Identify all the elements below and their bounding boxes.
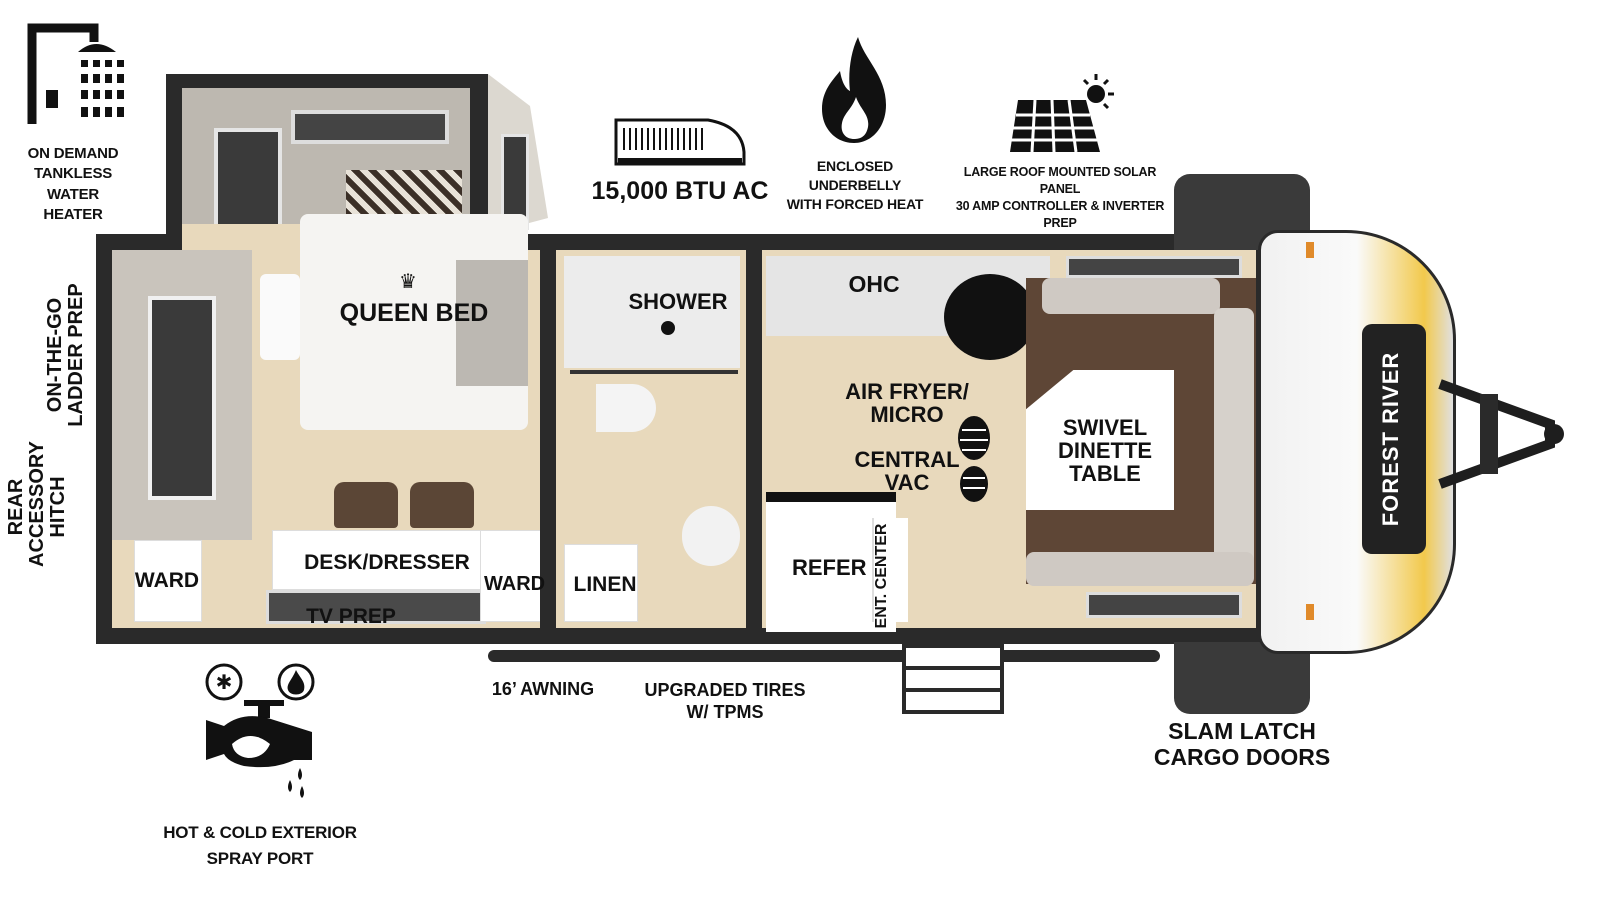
bed-end-panel bbox=[456, 260, 528, 386]
water-heater-label: ON DEMAND TANKLESS WATER HEATER bbox=[27, 145, 119, 223]
toilet bbox=[682, 506, 740, 566]
desk-dresser bbox=[272, 530, 482, 590]
roof-vent bbox=[1066, 256, 1242, 278]
stool bbox=[410, 482, 474, 528]
hitch-label: REAR ACCESSORY HITCH bbox=[5, 441, 69, 567]
ohc-label: OHC bbox=[848, 271, 900, 297]
tv-prep-label: TV PREP bbox=[306, 605, 396, 628]
solar-label: LARGE ROOF MOUNTED SOLAR PANEL 30 AMP CO… bbox=[955, 165, 1165, 230]
brand-badge bbox=[1362, 324, 1426, 554]
underbelly-feature: ENCLOSED UNDERBELLY WITH FORCED HEAT bbox=[775, 30, 935, 212]
awning-label: 16’ AWNING bbox=[491, 679, 595, 699]
interior-wall bbox=[540, 250, 556, 628]
spray-port-feature: ✱ HOT & COLD EXTERIOR SPRAY PORT bbox=[160, 660, 360, 880]
shower-label: SHOWER bbox=[628, 289, 728, 314]
air-conditioner-icon bbox=[614, 118, 746, 166]
queen-bed-label: QUEEN BED bbox=[339, 299, 489, 327]
ward-left-label: WARD bbox=[134, 569, 200, 592]
roof-vent bbox=[291, 110, 449, 144]
ladder-label: ON-THE-GO LADDER PREP bbox=[44, 283, 87, 427]
spray-port-label: HOT & COLD EXTERIOR SPRAY PORT bbox=[163, 823, 357, 868]
window bbox=[148, 296, 216, 500]
nightstand bbox=[260, 274, 300, 360]
stool bbox=[334, 482, 398, 528]
window bbox=[1086, 592, 1242, 618]
central-vac-label: CENTRAL VAC bbox=[854, 447, 960, 496]
brand-logo: FOREST RIVER bbox=[1378, 351, 1403, 527]
tv-prep bbox=[266, 590, 486, 624]
ward-right-label: WARD bbox=[484, 573, 546, 595]
entry-steps bbox=[902, 644, 1004, 714]
boot-icon bbox=[958, 416, 990, 502]
solar-panel-icon bbox=[1010, 74, 1114, 153]
crown-icon: ♛ bbox=[399, 271, 417, 293]
floor-plan: ♛ FOREST RIVER Q bbox=[96, 74, 1576, 714]
shower-door bbox=[570, 370, 738, 374]
dinette-cushion bbox=[1026, 552, 1254, 586]
water-heater-feature: ON DEMAND TANKLESS WATER HEATER bbox=[20, 20, 130, 223]
awning-rail bbox=[488, 650, 1160, 662]
sink bbox=[596, 384, 656, 432]
svg-text:✱: ✱ bbox=[216, 672, 233, 694]
marker-light bbox=[1306, 604, 1314, 620]
tires-label: UPGRADED TIRES W/ TPMS bbox=[644, 680, 806, 722]
cargo-doors-label: SLAM LATCH CARGO DOORS bbox=[1153, 718, 1331, 771]
range-hood bbox=[944, 274, 1036, 360]
underbelly-label: ENCLOSED UNDERBELLY WITH FORCED HEAT bbox=[786, 158, 924, 212]
shower-drain bbox=[661, 321, 675, 335]
dinette-cushion bbox=[1214, 308, 1254, 584]
entertainment-center bbox=[872, 518, 908, 622]
ac-feature: 15,000 BTU AC bbox=[590, 108, 780, 208]
marker-light bbox=[1306, 242, 1314, 258]
air-fryer-label: AIR FRYER/ MICRO bbox=[845, 379, 969, 428]
linen-cabinet bbox=[564, 544, 638, 622]
refer-label: REFER bbox=[792, 555, 867, 580]
front-cap bbox=[1258, 230, 1456, 654]
dinette-cushion bbox=[1042, 278, 1220, 314]
ent-center-label: ENT. CENTER bbox=[873, 523, 890, 629]
ac-label: 15,000 BTU AC bbox=[591, 177, 769, 205]
cargo-door-bottom bbox=[1174, 642, 1310, 714]
shower-stall bbox=[564, 256, 740, 368]
dinette-label: SWIVEL DINETTE TABLE bbox=[1057, 415, 1153, 487]
bed-headboard bbox=[346, 170, 462, 216]
desk-label: DESK/DRESSER bbox=[304, 551, 470, 574]
linen-label: LINEN bbox=[573, 573, 637, 596]
wardrobe-right bbox=[480, 530, 542, 622]
dinette-table bbox=[1026, 370, 1174, 510]
shower-icon bbox=[27, 23, 124, 124]
wardrobe-left bbox=[134, 540, 202, 622]
hitch-tongue bbox=[1438, 379, 1564, 489]
interior-wall bbox=[746, 250, 762, 628]
solar-feature: LARGE ROOF MOUNTED SOLAR PANEL 30 AMP CO… bbox=[950, 68, 1170, 230]
flame-icon bbox=[822, 37, 886, 143]
spray-port-icon: ✱ bbox=[205, 663, 315, 798]
